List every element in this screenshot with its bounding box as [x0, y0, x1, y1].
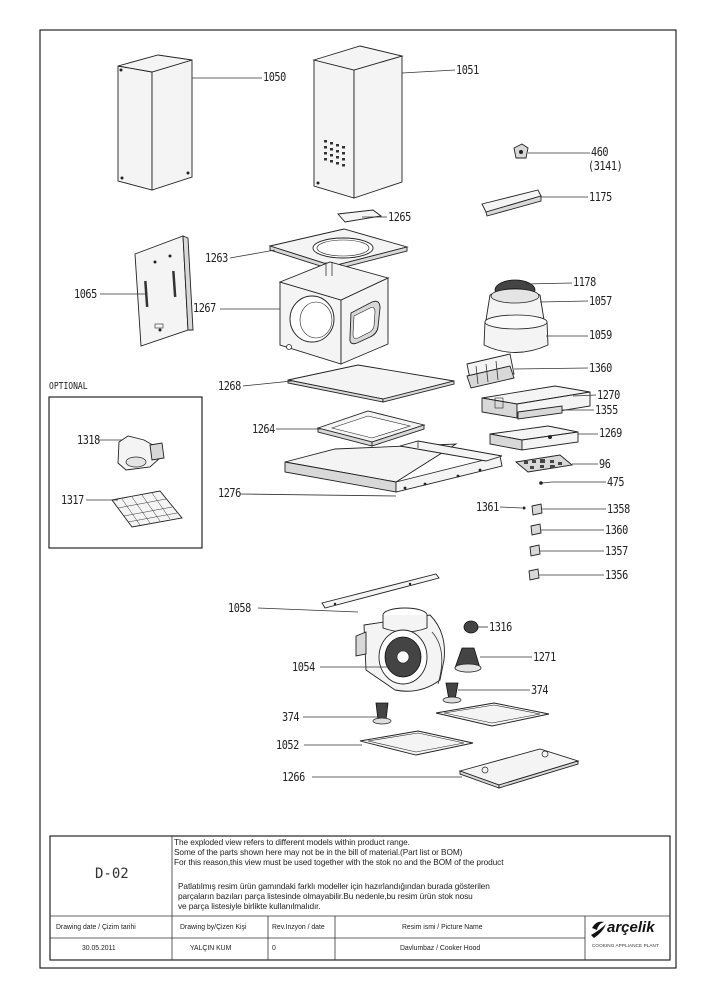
part-1178-1057-1059-fan-adapter — [483, 279, 549, 353]
title-block — [49, 835, 671, 961]
part-1316-capacitor — [463, 620, 479, 634]
part-1265-plate — [337, 209, 383, 223]
revision-value: 0 — [272, 943, 276, 952]
note-tr-line-2: parçaların bazıları parça listesinde olm… — [178, 891, 473, 901]
part-1052-filter — [359, 730, 474, 756]
part-1358-button — [531, 503, 543, 516]
callout-374-left: 374 — [282, 710, 300, 724]
callout-1264: 1264 — [252, 422, 275, 436]
callout-1178: 1178 — [573, 275, 596, 289]
part-1357-button — [529, 544, 541, 557]
part-filter-upper — [435, 702, 550, 727]
callout-1361: 1361 — [476, 500, 499, 514]
leader-lines — [86, 69, 606, 778]
part-1051-chimney-cover — [312, 45, 404, 199]
part-1268-filter-plate — [287, 364, 455, 403]
part-1360-button — [530, 523, 542, 536]
part-1360-bracket — [466, 353, 515, 389]
drawing-code: D-02 — [95, 866, 129, 882]
part-1175-bracket — [481, 189, 542, 217]
part-1318-adapter — [117, 435, 165, 471]
callout-1265: 1265 — [388, 210, 411, 224]
callout-1065: 1065 — [74, 287, 97, 301]
part-374-absorber-2 — [372, 702, 392, 725]
callout-1358: 1358 — [607, 502, 630, 516]
part-1264-frame — [316, 410, 426, 447]
part-1269-housing — [489, 425, 579, 451]
part-1361-washer — [522, 506, 526, 510]
callout-1360-bottom: 1360 — [605, 523, 628, 537]
callout-460: 460 — [591, 145, 609, 159]
callout-1267: 1267 — [193, 301, 216, 315]
part-1065-mounting-plate — [134, 235, 194, 347]
picture-name-value: Davlumbaz / Cooker Hood — [400, 943, 481, 952]
callout-1266: 1266 — [282, 770, 305, 784]
callout-1268: 1268 — [218, 379, 241, 393]
note-tr-line-3: ve parça listesiyle birlikte kullanılmal… — [178, 901, 321, 911]
callout-1356: 1356 — [605, 568, 628, 582]
callout-374-right: 374 — [531, 683, 549, 697]
callout-1050: 1050 — [263, 70, 286, 84]
callout-1318: 1318 — [77, 433, 100, 447]
part-1054-blower-motor — [355, 607, 445, 692]
callout-1355: 1355 — [595, 403, 618, 417]
callout-1317: 1317 — [61, 493, 84, 507]
part-1355-strip — [517, 405, 563, 420]
callout-1057: 1057 — [589, 294, 612, 308]
revision-label: Rev.Inzyon / date — [272, 922, 325, 931]
arcelik-logo-mark — [591, 921, 606, 938]
callout-475: 475 — [607, 475, 625, 489]
callout-1360-top: 1360 — [589, 361, 612, 375]
part-460-clip — [513, 143, 529, 159]
logo-subtitle: COOKING APPLIANCE PLANT — [592, 943, 659, 948]
part-374-absorber — [442, 682, 462, 704]
part-1058-rail — [321, 573, 440, 609]
drawn-by-label: Drawing by/Çizen Kişi — [180, 922, 247, 931]
note-en-line-1: The exploded view refers to different mo… — [174, 837, 410, 847]
part-475-screw — [539, 481, 553, 485]
callout-1357: 1357 — [605, 544, 628, 558]
part-1317-carbon-filter — [111, 490, 183, 528]
part-1266-bottom-panel — [458, 748, 580, 789]
callout-1269: 1269 — [599, 426, 622, 440]
note-en-line-3: For this reason,this view must be used t… — [174, 857, 504, 867]
callout-1051: 1051 — [456, 63, 479, 77]
callout-1263: 1263 — [205, 251, 228, 265]
part-1263-top-plate — [268, 228, 409, 271]
logo-wordmark: arçelik — [607, 919, 655, 936]
part-1276-chassis — [284, 440, 503, 493]
part-1267-motor-housing — [278, 261, 390, 365]
optional-label: OPTIONAL — [49, 381, 88, 392]
callout-96: 96 — [599, 457, 611, 471]
note-tr-line-1: Patlatılmış resim ürün gamındaki farklı … — [178, 881, 490, 891]
drawing-date-label: Drawing date / Çizim tarihi — [56, 922, 136, 931]
part-1356-button — [528, 568, 540, 581]
drawing-date-value: 30.05.2011 — [82, 943, 116, 952]
callout-1052: 1052 — [276, 738, 299, 752]
callout-1054: 1054 — [292, 660, 315, 674]
drawn-by-value: YALÇIN KUM — [190, 943, 232, 952]
callout-1058: 1058 — [228, 601, 251, 615]
callout-1276: 1276 — [218, 486, 241, 500]
part-1271-motor-mount — [454, 647, 482, 673]
callout-3141: (3141) — [588, 159, 623, 173]
drawing-frame — [39, 29, 677, 969]
callout-1316: 1316 — [489, 620, 512, 634]
picture-name-label: Resim ismi / Picture Name — [402, 922, 483, 931]
optional-parts-box — [48, 396, 203, 549]
callout-1059: 1059 — [589, 328, 612, 342]
callout-1271: 1271 — [533, 650, 556, 664]
callout-1270: 1270 — [597, 388, 620, 402]
callout-1175: 1175 — [589, 190, 612, 204]
part-96-electronic-board — [514, 454, 574, 473]
part-1050-chimney-cover — [117, 54, 193, 191]
note-en-line-2: Some of the parts shown here may not be … — [174, 847, 463, 857]
